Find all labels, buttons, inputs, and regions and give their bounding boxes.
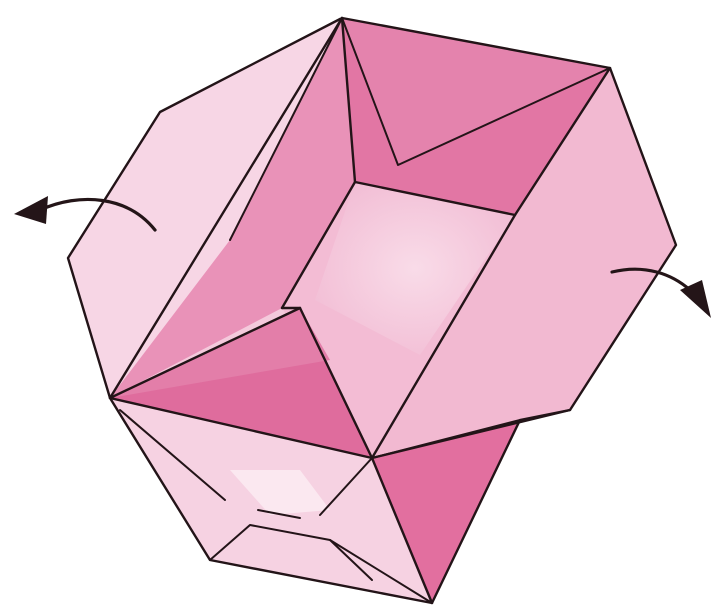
folded-polyhedron-diagram — [0, 0, 711, 607]
origami-diagram-canvas — [0, 0, 711, 607]
